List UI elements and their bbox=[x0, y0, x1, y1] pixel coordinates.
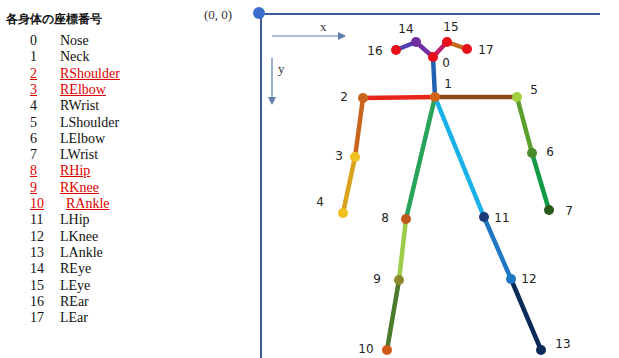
index-number: 6 bbox=[30, 131, 37, 146]
callout-number: 11 bbox=[494, 212, 509, 225]
callout-number: 2 bbox=[340, 91, 348, 104]
callout-number: 4 bbox=[316, 196, 324, 209]
callout-number: 3 bbox=[335, 150, 343, 163]
joint-name: RElbow bbox=[60, 82, 106, 97]
origin-label: (0, 0) bbox=[204, 8, 232, 22]
joint-name: RWrist bbox=[60, 98, 99, 113]
index-number: 16 bbox=[30, 294, 44, 309]
index-number: 2 bbox=[30, 66, 37, 81]
callout-number: 14 bbox=[398, 23, 413, 36]
axis-label: x bbox=[320, 20, 327, 34]
index-number: 1 bbox=[30, 49, 37, 64]
callout-number: 16 bbox=[367, 45, 382, 58]
callout-number: 17 bbox=[478, 44, 493, 57]
joint-name: LElbow bbox=[60, 131, 105, 146]
index-number: 14 bbox=[30, 261, 44, 276]
joint-name: LEar bbox=[60, 310, 88, 325]
callout-number: 1 bbox=[444, 78, 452, 91]
joint-name: LWrist bbox=[60, 147, 98, 162]
callout-number: 15 bbox=[443, 21, 458, 34]
index-number: 0 bbox=[30, 33, 37, 48]
joint-name: LHip bbox=[60, 212, 90, 227]
joint-name: RKnee bbox=[60, 180, 99, 195]
callout-number: 12 bbox=[521, 273, 536, 286]
joint-name: Neck bbox=[60, 49, 90, 64]
axis-label: y bbox=[278, 62, 285, 76]
callout-number: 13 bbox=[555, 338, 570, 351]
joint-name: LKnee bbox=[60, 229, 98, 244]
joint-name: REye bbox=[60, 261, 91, 276]
joint-name: LShoulder bbox=[60, 115, 119, 130]
callout-number: 5 bbox=[530, 84, 538, 97]
index-number: 10 bbox=[30, 196, 44, 211]
index-number: 9 bbox=[30, 180, 37, 195]
index-number: 7 bbox=[30, 147, 37, 162]
index-number: 15 bbox=[30, 278, 44, 293]
index-number: 4 bbox=[30, 98, 37, 113]
index-number: 13 bbox=[30, 245, 44, 260]
callout-number: 6 bbox=[546, 146, 554, 159]
callout-number: 8 bbox=[381, 212, 389, 225]
index-number: 12 bbox=[30, 229, 44, 244]
list-title: 各身体の座標番号 bbox=[6, 13, 102, 26]
joint-name: RHip bbox=[60, 163, 90, 178]
index-number: 8 bbox=[30, 163, 37, 178]
index-number: 17 bbox=[30, 310, 44, 325]
joint-name: RShoulder bbox=[60, 66, 120, 81]
callout-number: 10 bbox=[358, 343, 373, 356]
joint-name: RAnkle bbox=[66, 196, 110, 211]
callout-number: 7 bbox=[565, 205, 573, 218]
callout-number: 9 bbox=[373, 273, 381, 286]
joint-name: REar bbox=[60, 294, 89, 309]
index-number: 11 bbox=[30, 212, 43, 227]
joint-name: LEye bbox=[60, 278, 90, 293]
callout-number: 0 bbox=[442, 57, 450, 70]
index-number: 5 bbox=[30, 115, 37, 130]
index-number: 3 bbox=[30, 82, 37, 97]
joint-name: Nose bbox=[60, 33, 89, 48]
joint-name: LAnkle bbox=[60, 245, 103, 260]
